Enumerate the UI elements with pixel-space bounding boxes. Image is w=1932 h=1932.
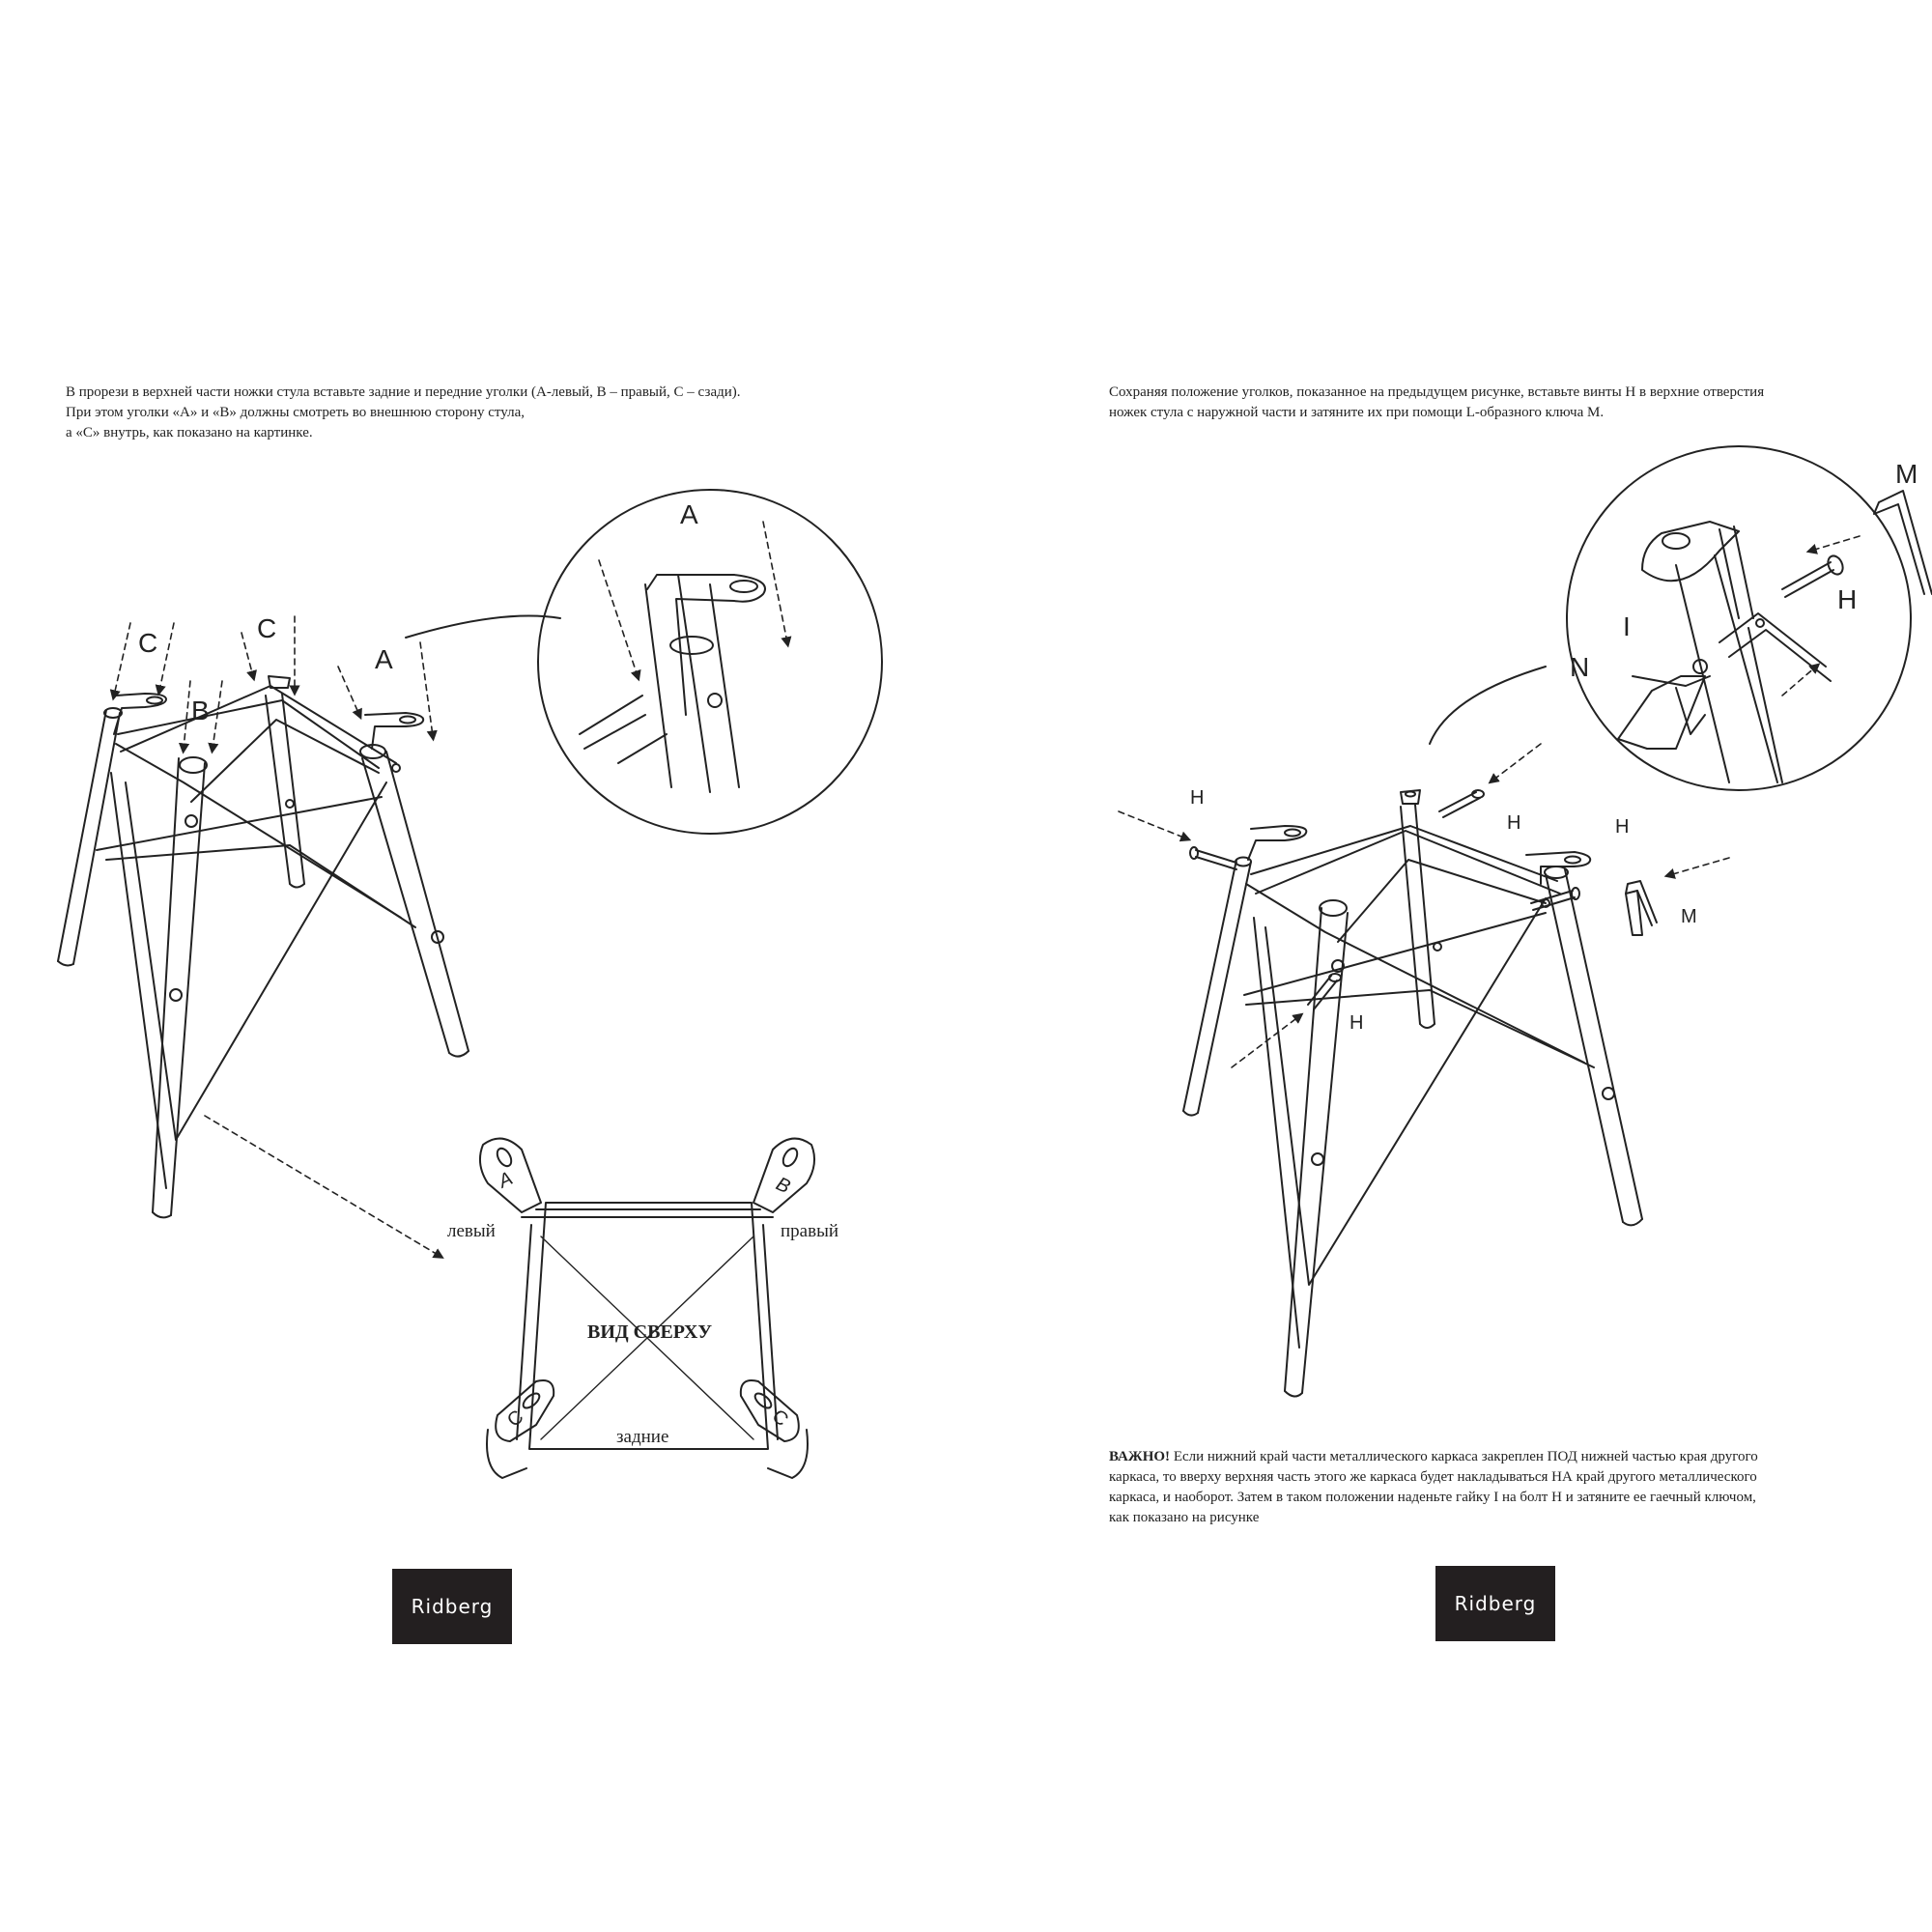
zoom-detail-right [1617, 490, 1932, 783]
insertion-arrows-right [1118, 743, 1730, 1068]
assembly-drawing-step1: C C B A A A B C C ВИД СВЕРХУ левый правы… [57, 489, 883, 1479]
important-line: как показано на рисунке [1109, 1510, 1260, 1525]
label-right-side: правый [781, 1221, 838, 1241]
bracket-label-a: A [495, 1168, 516, 1193]
label-h-left: H [1190, 787, 1204, 809]
label-n: N [1570, 652, 1589, 682]
callout-pointer-right [1429, 666, 1547, 745]
label-h-back: H [1507, 812, 1520, 834]
label-m: M [1681, 906, 1697, 927]
left-page: В прорези в верхней части ножки стула вс… [57, 383, 896, 1644]
important-note: ВАЖНО! Если нижний край части металличес… [1109, 1447, 1882, 1528]
instruction-line: а «С» внутрь, как показано на картинке. [66, 425, 313, 440]
label-a: A [375, 644, 393, 674]
label-i: I [1623, 611, 1631, 641]
important-lead: ВАЖНО! [1109, 1449, 1171, 1464]
zoom-circle-right [1566, 445, 1912, 791]
label-b: B [191, 696, 210, 725]
chair-base-right [1182, 789, 1658, 1398]
important-line: Если нижний край части металлического ка… [1170, 1449, 1758, 1464]
label-m-top: M [1895, 459, 1918, 489]
bracket-label-c-left: C [503, 1406, 527, 1432]
bracket-label-c-right: C [768, 1406, 792, 1431]
brand-logo: Ridberg [392, 1569, 512, 1644]
important-line: каркаса, то вверху верхняя часть этого ж… [1109, 1469, 1757, 1485]
right-instructions: Сохраняя положение уголков, показанное н… [1109, 383, 1891, 423]
instruction-line: В прорези в верхней части ножки стула вс… [66, 384, 741, 400]
label-back-side: задние [616, 1427, 668, 1447]
instruction-line: ножек стула с наружной части и затяните … [1109, 405, 1605, 420]
label-h-top: H [1837, 584, 1857, 614]
insertion-arrows [109, 615, 444, 1259]
zoom-label-a: A [680, 499, 698, 529]
instruction-line: При этом уголки «А» и «В» должны смотрет… [66, 405, 526, 420]
label-h-right: H [1615, 816, 1629, 838]
important-line: каркаса, и наоборот. Затем в таком полож… [1109, 1490, 1756, 1505]
label-c-right: C [257, 613, 276, 643]
label-c-left: C [138, 628, 157, 658]
zoom-circle [537, 489, 883, 835]
right-page: Сохраняя положение уголков, показанное н… [966, 0, 1932, 1932]
zoom-detail [579, 521, 792, 793]
brand-logo: Ridberg [1435, 1566, 1555, 1641]
chair-base [57, 675, 469, 1219]
callout-pointer [405, 614, 561, 639]
instruction-line: Сохраняя положение уголков, показанное н… [1109, 384, 1765, 400]
left-instructions: В прорези в верхней части ножки стула вс… [66, 383, 896, 443]
top-view-diagram [478, 1137, 816, 1479]
label-h-front: H [1350, 1012, 1363, 1034]
label-left-side: левый [447, 1221, 496, 1241]
bracket-label-b: B [773, 1174, 793, 1199]
top-view-title: ВИД СВЕРХУ [587, 1321, 712, 1343]
assembly-drawing-step2: M H I N H H H M H [1118, 445, 1932, 1398]
